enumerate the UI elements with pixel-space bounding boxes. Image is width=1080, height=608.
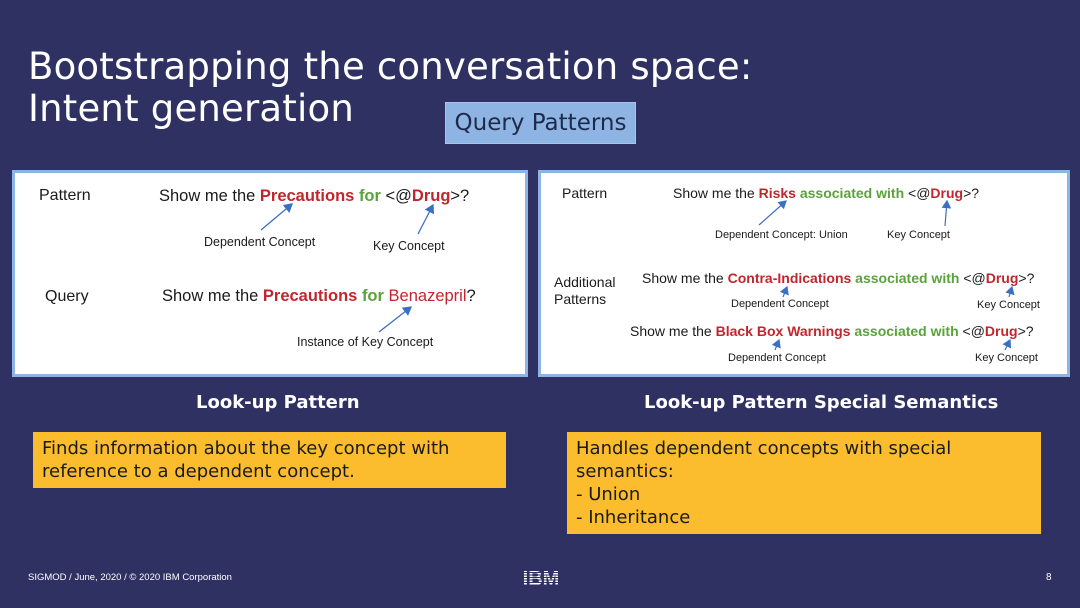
special-semantics-panel: Pattern Show me the Risks associated wit… bbox=[538, 170, 1070, 377]
query-patterns-badge: Query Patterns bbox=[445, 102, 636, 144]
dependent-concept-annotation: Dependent Concept bbox=[204, 235, 316, 249]
additional-pattern-1: Show me the Contra-Indications associate… bbox=[642, 270, 1034, 286]
slide-title-line-1: Bootstrapping the conversation space: bbox=[28, 45, 753, 88]
arrow-additional-1-key bbox=[1005, 285, 1015, 298]
pattern-prefix: Show me the bbox=[159, 187, 260, 205]
additional-label-line-1: Additional bbox=[554, 274, 616, 290]
additional-1-key-annotation: Key Concept bbox=[977, 299, 1040, 311]
instance-annotation: Instance of Key Concept bbox=[297, 335, 434, 349]
page-number: 8 bbox=[1046, 572, 1052, 583]
note-line-2: semantics: bbox=[576, 461, 674, 482]
query-prefix: Show me the bbox=[162, 287, 263, 305]
additional-2-dependent-annotation: Dependent Concept bbox=[728, 352, 826, 364]
key-close: >? bbox=[1017, 323, 1034, 339]
key-close: >? bbox=[450, 187, 470, 205]
note-line-3: - Union bbox=[576, 484, 641, 505]
key-open: <@ bbox=[380, 187, 412, 205]
ibm-logo-text: IBM bbox=[523, 568, 560, 588]
key-close: >? bbox=[963, 185, 980, 201]
key-close: >? bbox=[1018, 270, 1035, 286]
pattern-sentence: Show me the Precautions for <@Drug>? bbox=[159, 187, 469, 206]
dependent-concept-text: Precautions bbox=[259, 187, 355, 205]
relation-text: associated with bbox=[855, 270, 960, 286]
query-sentence: Show me the Precautions for Benazepril? bbox=[162, 287, 476, 306]
pattern-label: Pattern bbox=[39, 187, 91, 204]
key-concept-annotation: Key Concept bbox=[373, 239, 445, 253]
relation-text: for bbox=[358, 187, 381, 205]
note-line-1: Finds information about the key concept … bbox=[42, 438, 450, 459]
query-concept-text: Precautions bbox=[262, 287, 358, 305]
pattern-prefix: Show me the bbox=[630, 323, 716, 339]
arrow-instance bbox=[378, 306, 413, 333]
arrow-key bbox=[941, 199, 952, 227]
additional-label-line-2: Patterns bbox=[554, 291, 607, 307]
key-concept-text: Drug bbox=[985, 270, 1019, 286]
pattern-prefix: Show me the bbox=[642, 270, 728, 286]
slide-title: Bootstrapping the conversation space: In… bbox=[28, 46, 753, 130]
key-open: <@ bbox=[904, 185, 931, 201]
slide-footer: SIGMOD / June, 2020 / © 2020 IBM Corpora… bbox=[28, 572, 232, 583]
query-close: ? bbox=[466, 287, 476, 305]
lookup-pattern-note: Finds information about the key concept … bbox=[33, 432, 506, 488]
query-label: Query bbox=[45, 288, 89, 305]
dependent-concept-text: Risks bbox=[758, 185, 796, 201]
relation-text: associated with bbox=[854, 323, 959, 339]
query-instance-text: Benazepril bbox=[388, 287, 467, 305]
dependent-concept-text: Contra-Indications bbox=[727, 270, 852, 286]
special-semantics-caption: Look-up Pattern Special Semantics bbox=[644, 392, 999, 413]
query-relation-text: for bbox=[361, 287, 384, 305]
slide-title-line-2: Intent generation bbox=[28, 87, 354, 130]
pattern-prefix: Show me the bbox=[673, 185, 759, 201]
additional-1-dependent-annotation: Dependent Concept bbox=[731, 298, 829, 310]
dependent-concept-text: Black Box Warnings bbox=[715, 323, 851, 339]
key-concept-text: Drug bbox=[411, 187, 451, 205]
dependent-union-annotation: Dependent Concept: Union bbox=[715, 229, 848, 241]
arrow-key bbox=[417, 203, 435, 235]
pattern-label: Pattern bbox=[562, 185, 608, 201]
ibm-logo: IBM bbox=[523, 568, 560, 588]
key-concept-text: Drug bbox=[930, 185, 964, 201]
additional-pattern-2: Show me the Black Box Warnings associate… bbox=[630, 323, 1034, 339]
lookup-pattern-panel: Pattern Show me the Precautions for <@Dr… bbox=[12, 170, 528, 377]
note-line-2: reference to a dependent concept. bbox=[42, 461, 355, 482]
arrow-additional-2-dependent bbox=[771, 338, 781, 351]
arrow-additional-1-dependent bbox=[779, 285, 789, 298]
note-line-1: Handles dependent concepts with special bbox=[576, 438, 952, 459]
note-line-4: - Inheritance bbox=[576, 507, 691, 528]
key-concept-annotation: Key Concept bbox=[887, 229, 950, 241]
key-open: <@ bbox=[959, 270, 986, 286]
key-open: <@ bbox=[958, 323, 985, 339]
arrow-dependent bbox=[758, 200, 787, 226]
arrow-additional-2-key bbox=[1002, 338, 1012, 351]
relation-text: associated with bbox=[799, 185, 905, 201]
lookup-pattern-caption: Look-up Pattern bbox=[196, 392, 360, 413]
special-semantics-note: Handles dependent concepts with special … bbox=[567, 432, 1041, 534]
pattern-sentence: Show me the Risks associated with <@Drug… bbox=[673, 185, 979, 201]
key-concept-text: Drug bbox=[984, 323, 1018, 339]
additional-2-key-annotation: Key Concept bbox=[975, 352, 1038, 364]
arrow-dependent bbox=[260, 203, 293, 231]
